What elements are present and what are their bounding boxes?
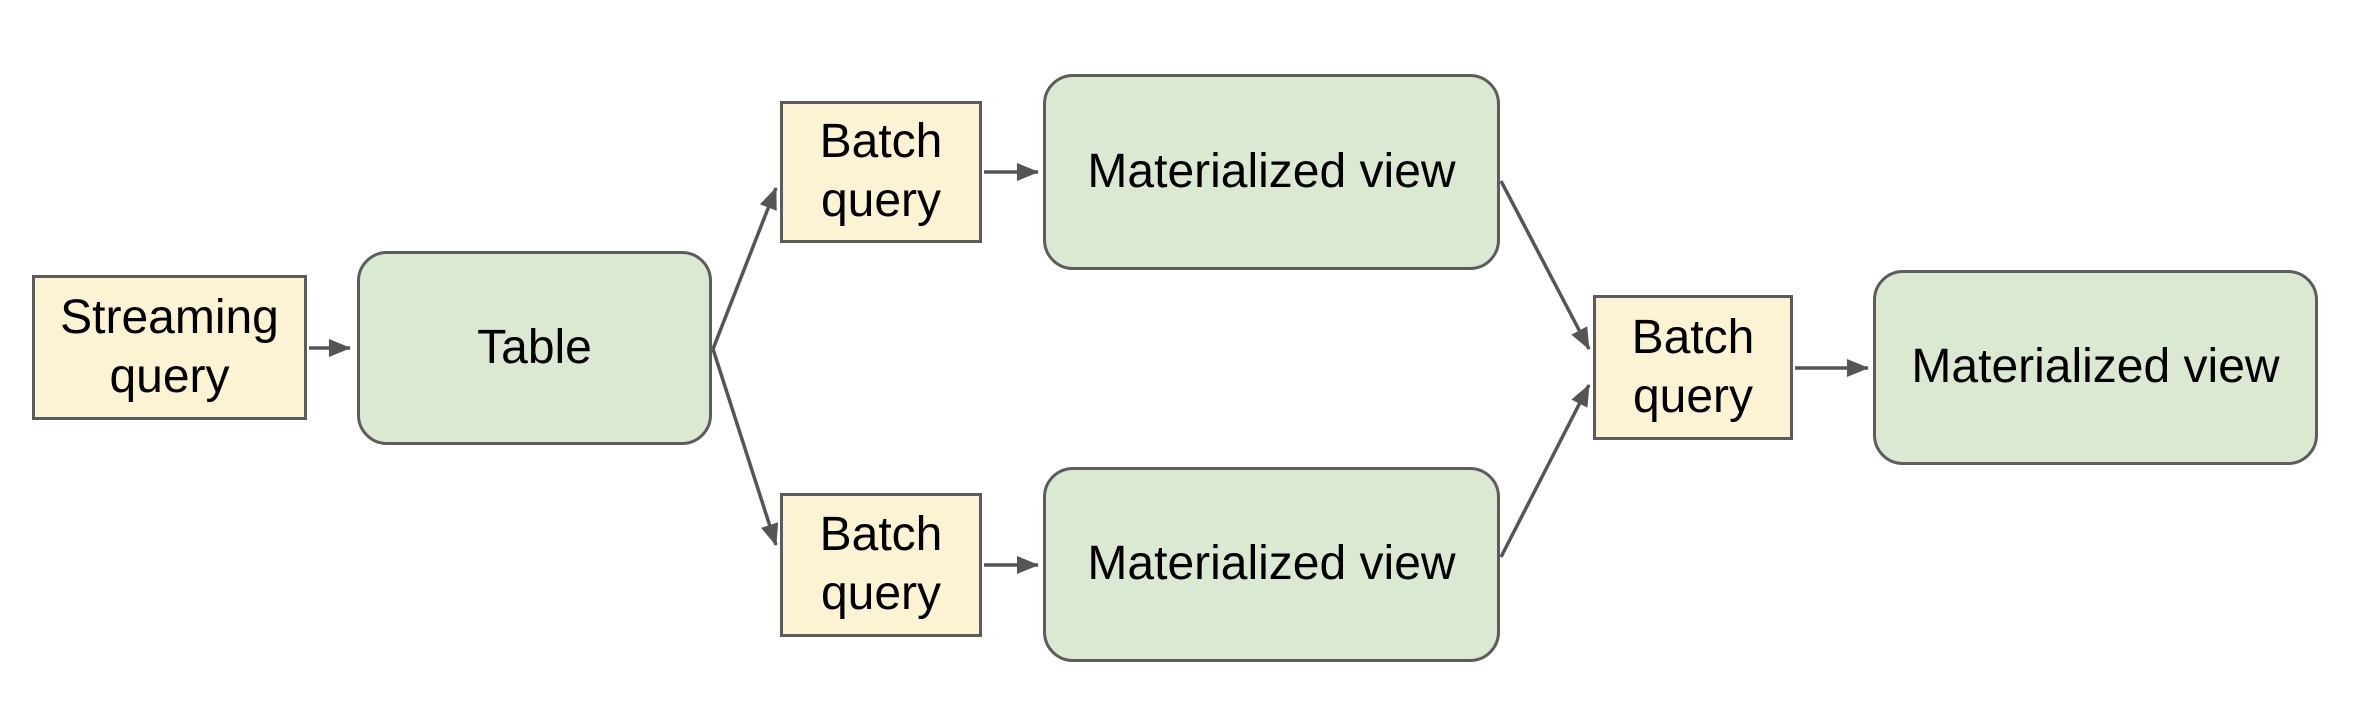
node-table-label: Table [477,320,592,374]
node-materialized-view-top-label: Materialized view [1087,144,1456,198]
node-batch-query-bottom-label: Batch query [819,508,943,620]
node-streaming-query-label: Streaming query [60,290,279,403]
edge-materialized-view-top-to-batch-query-merge [1499,180,1591,350]
edge-table-to-batch-query-bottom [711,348,779,546]
node-batch-query-bottom: Batch query [780,493,982,637]
node-table: Table [357,251,712,445]
node-materialized-view-bottom: Materialized view [1043,467,1500,662]
node-batch-query-top-label: Batch query [819,115,943,227]
node-materialized-view-final-label: Materialized view [1911,340,2280,394]
node-streaming-query: Streaming query [32,275,307,420]
node-batch-query-merge-label: Batch query [1631,310,1755,423]
node-batch-query-merge: Batch query [1593,295,1793,440]
edge-table-to-batch-query-top [711,187,778,350]
node-materialized-view-bottom-label: Materialized view [1087,537,1456,591]
node-materialized-view-top: Materialized view [1043,74,1500,270]
edge-materialized-view-bottom-to-batch-query-merge [1499,384,1591,558]
node-batch-query-top: Batch query [780,101,982,243]
node-materialized-view-final: Materialized view [1873,270,2318,465]
